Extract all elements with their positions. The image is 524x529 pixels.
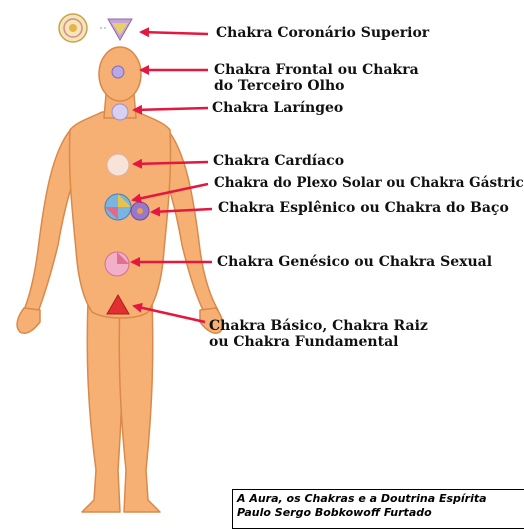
label-frontal-line1: Chakra Frontal ou Chakra [214,62,419,78]
third-eye-chakra-symbol [112,66,124,78]
label-cardiaco: Chakra Cardíaco [213,153,344,169]
source-caption: A Aura, os Chakras e a Doutrina Espírita… [232,489,524,529]
caption-line1: A Aura, os Chakras e a Doutrina Espírita [237,492,524,506]
label-frontal-line2: do Terceiro Olho [214,78,419,94]
crown-chakra-funnel-symbol [100,19,132,40]
spleen-chakra-symbol [131,202,149,220]
label-basico-line2: ou Chakra Fundamental [209,334,428,350]
sacral-chakra-symbol [105,252,129,276]
label-laringeo: Chakra Laríngeo [212,100,343,116]
solar-plexus-chakra-symbol [105,194,131,220]
label-plexo: Chakra do Plexo Solar ou Chakra Gástrico [214,175,524,191]
arrow-laringeo [134,108,208,110]
caption-line2: Paulo Sergo Bobkowoff Furtado [237,506,524,520]
throat-chakra-symbol [112,104,128,120]
label-genesico: Chakra Genésico ou Chakra Sexual [217,254,492,270]
label-esplenico: Chakra Esplênico ou Chakra do Baço [218,200,509,216]
label-basico-line1: Chakra Básico, Chakra Raiz [209,318,428,334]
label-frontal: Chakra Frontal ou Chakra do Terceiro Olh… [214,62,419,94]
arrow-coronario [141,32,208,34]
crown-chakra-symbol [59,14,87,42]
heart-chakra-symbol [107,154,129,176]
label-basico: Chakra Básico, Chakra Raiz ou Chakra Fun… [209,318,428,350]
label-coronario: Chakra Coronário Superior [216,25,429,41]
